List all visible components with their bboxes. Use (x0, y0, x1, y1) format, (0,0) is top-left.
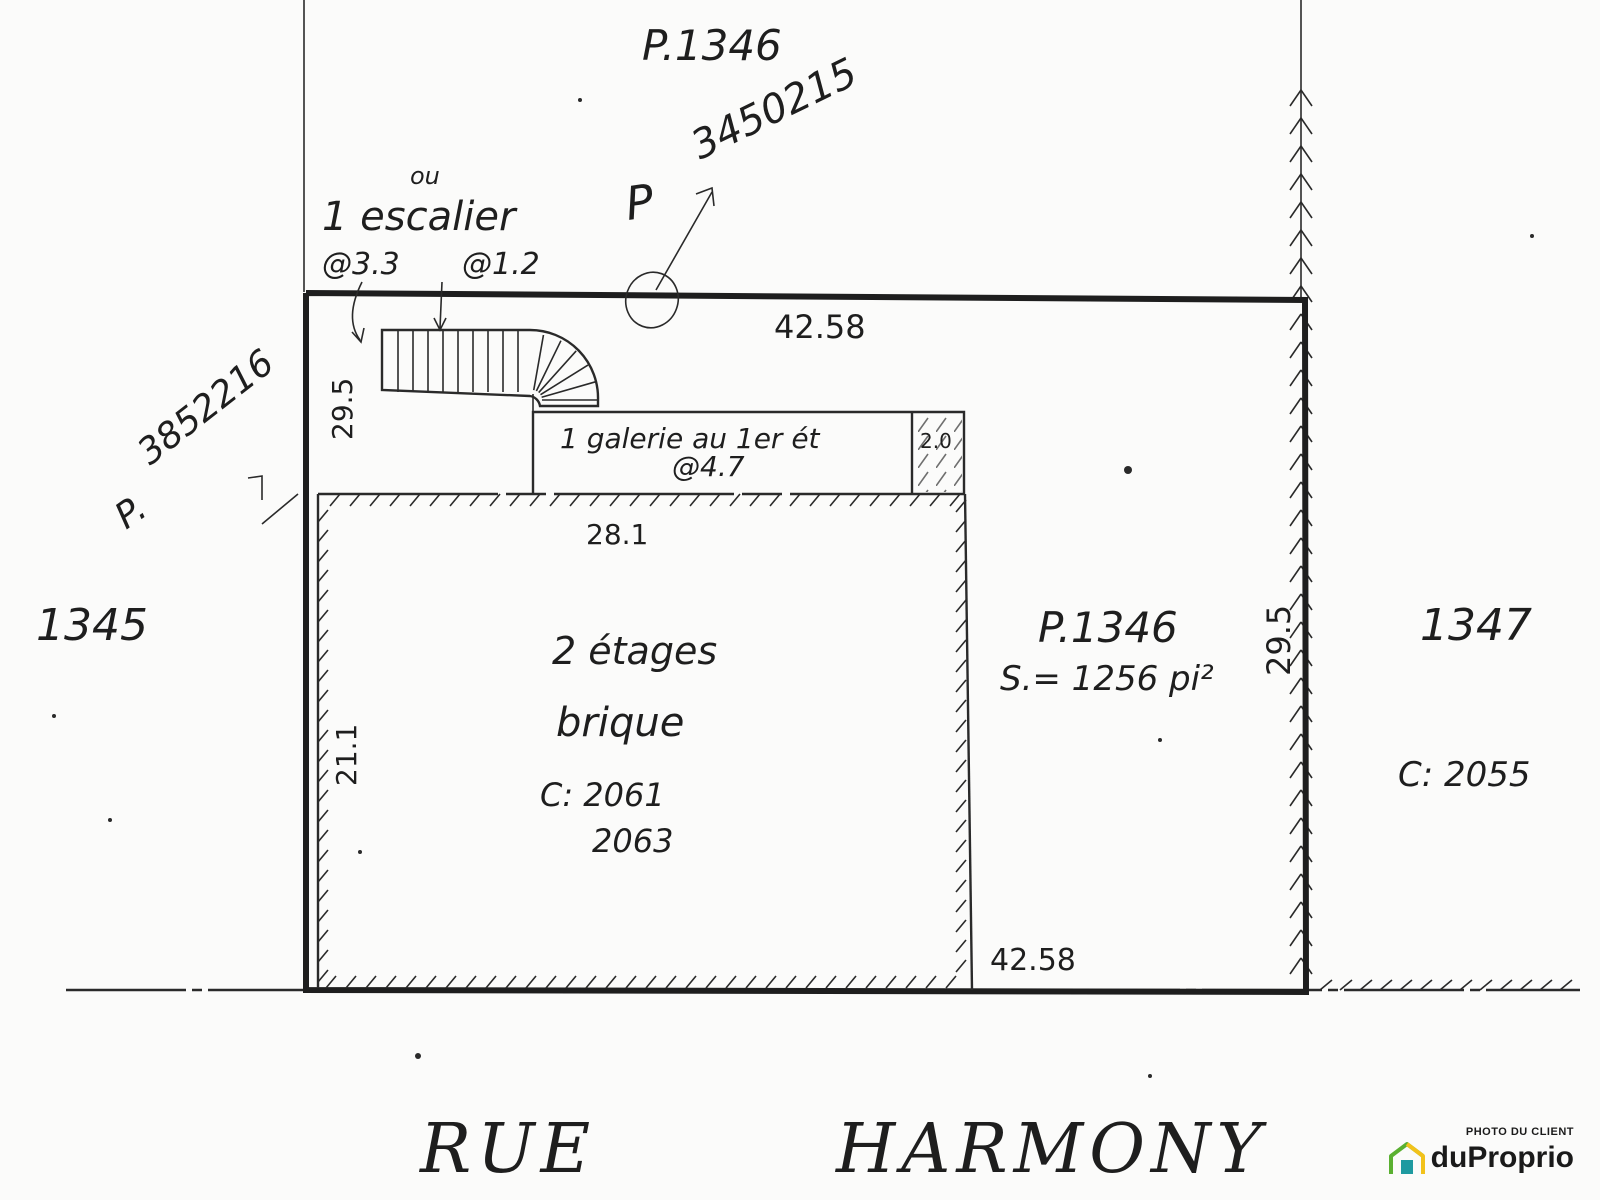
neighbor-right-lot: 1347 (1420, 600, 1532, 651)
staircase (380, 328, 600, 412)
top-edge-dim: 42.58 (774, 308, 866, 346)
street-name-rue: RUE (418, 1110, 596, 1189)
gallery (531, 410, 966, 494)
top-lot-label: P.1346 (642, 21, 782, 70)
lot-area: S.= 1256 pi² (1000, 659, 1214, 699)
civic-number-1: C: 2061 (540, 776, 665, 814)
stair-note-ou: ou (410, 162, 440, 190)
brand-part-proprio: Proprio (1467, 1141, 1574, 1174)
gallery-dim: @4.7 (672, 450, 745, 483)
brand-part-du: du (1430, 1141, 1468, 1174)
gallery-small-dim: 2.0 (920, 429, 952, 453)
house-icon (1388, 1142, 1425, 1174)
neighbor-right-civic: C: 2055 (1398, 755, 1531, 795)
lot-label: P.1346 (1038, 603, 1178, 652)
left-edge-upper-dim: 29.5 (326, 378, 359, 440)
watermark-brand: du Proprio (1431, 1143, 1574, 1173)
stair-dim-left: @3.3 (322, 247, 400, 282)
duproprio-watermark: PHOTO DU CLIENT du Proprio (1388, 1126, 1574, 1178)
street-name-harmony: HARMONY (834, 1110, 1267, 1189)
stair-arrow-left (351, 281, 365, 344)
civic-number-2: 2063 (592, 822, 673, 860)
street-line-hatch-right (1319, 979, 1573, 991)
bottom-edge-dim: 42.58 (990, 943, 1076, 978)
building-desc-material: brique (556, 700, 684, 746)
left-lot-number: 3852216 (130, 342, 282, 473)
building-width-dim: 28.1 (586, 518, 648, 551)
top-lot-arrow (655, 186, 715, 291)
building-desc-floors: 2 étages (552, 629, 717, 673)
watermark-caption: PHOTO DU CLIENT (1465, 1126, 1574, 1138)
building-footprint (316, 492, 974, 991)
lot-boundary (303, 290, 1310, 996)
gallery-label: 1 galerie au 1er ét (560, 422, 821, 455)
stair-dim-right: @1.2 (462, 247, 540, 282)
right-edge-dim: 29.5 (1260, 605, 1298, 676)
top-lot-arrow-loop (624, 271, 680, 329)
left-lot-prefix: P. (108, 488, 155, 538)
left-lot-arrow (247, 475, 299, 525)
neighbor-left-lot: 1345 (36, 600, 148, 651)
stair-note: 1 escalier (322, 194, 518, 240)
right-boundary-hatch (1289, 89, 1313, 975)
watermark-logo: du Proprio (1387, 1140, 1574, 1176)
top-lot-prefix: P (622, 174, 657, 231)
left-edge-lower-dim: 21.1 (330, 724, 363, 786)
scan-specks (52, 98, 1534, 1078)
stair-arrow-right (433, 281, 447, 332)
